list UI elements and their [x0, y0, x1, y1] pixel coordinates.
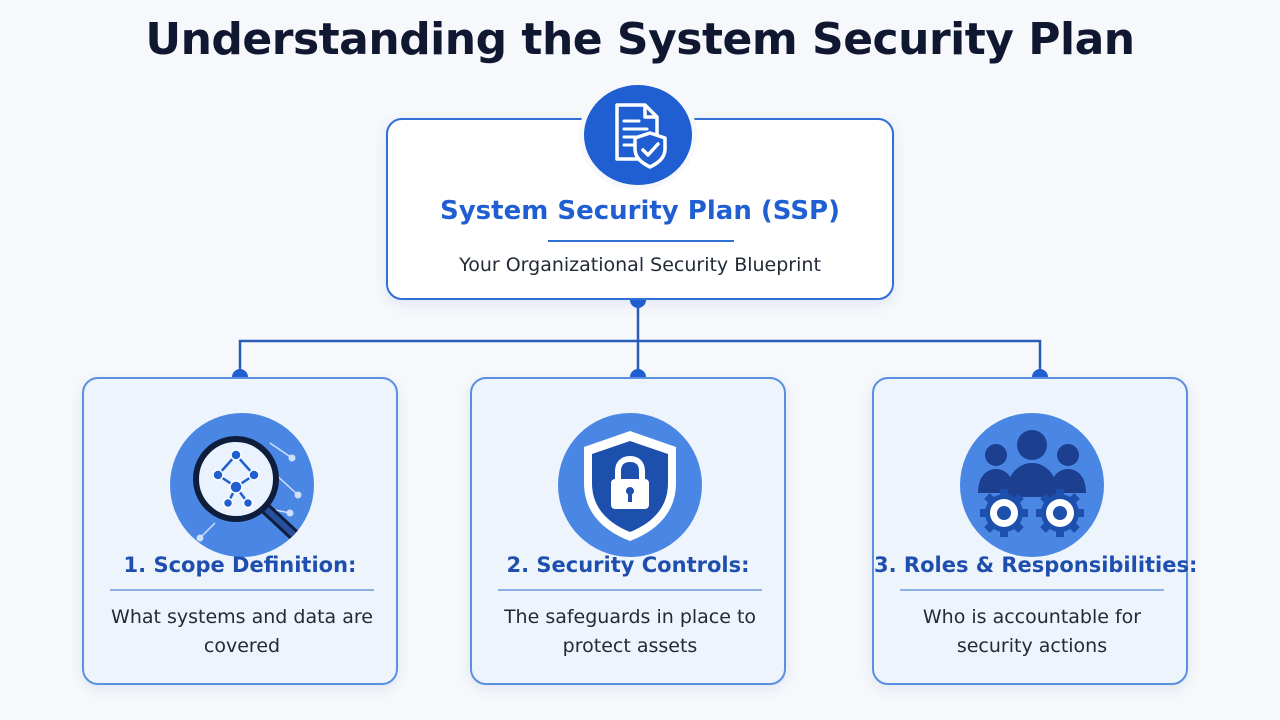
roles-responsibilities-divider	[900, 589, 1164, 591]
gear-icon	[980, 489, 1028, 537]
shield-lock-icon	[558, 413, 702, 557]
ssp-title-underline	[548, 240, 734, 242]
ssp-subtitle: Your Organizational Security Blueprint	[459, 254, 821, 276]
document-shield-icon	[579, 80, 697, 190]
team-gears-icon	[960, 413, 1104, 557]
scope-definition-title: 1. Scope Definition:	[123, 553, 357, 577]
scope-definition-card: 1. Scope Definition: What systems and da…	[82, 377, 398, 685]
security-controls-title: 2. Security Controls:	[506, 553, 750, 577]
security-controls-divider	[498, 589, 762, 591]
roles-responsibilities-description: Who is accountable for security actions	[922, 606, 1142, 657]
branch-connector	[238, 339, 1042, 377]
security-controls-description: The safeguards in place to protect asset…	[503, 606, 757, 657]
page-title: Understanding the System Security Plan	[145, 14, 1135, 65]
roles-responsibilities-title: 3. Roles & Responsibilities:	[874, 553, 1198, 577]
security-controls-card: 2. Security Controls: The safeguards in …	[470, 377, 786, 685]
scope-definition-description: What systems and data are covered	[111, 606, 373, 657]
gear-icon	[1036, 489, 1084, 537]
scope-definition-divider	[110, 589, 374, 591]
ssp-title: System Security Plan (SSP)	[440, 196, 840, 226]
magnifier-network-icon	[170, 413, 314, 557]
roles-responsibilities-card: 3. Roles & Responsibilities: Who is acco…	[872, 377, 1198, 685]
